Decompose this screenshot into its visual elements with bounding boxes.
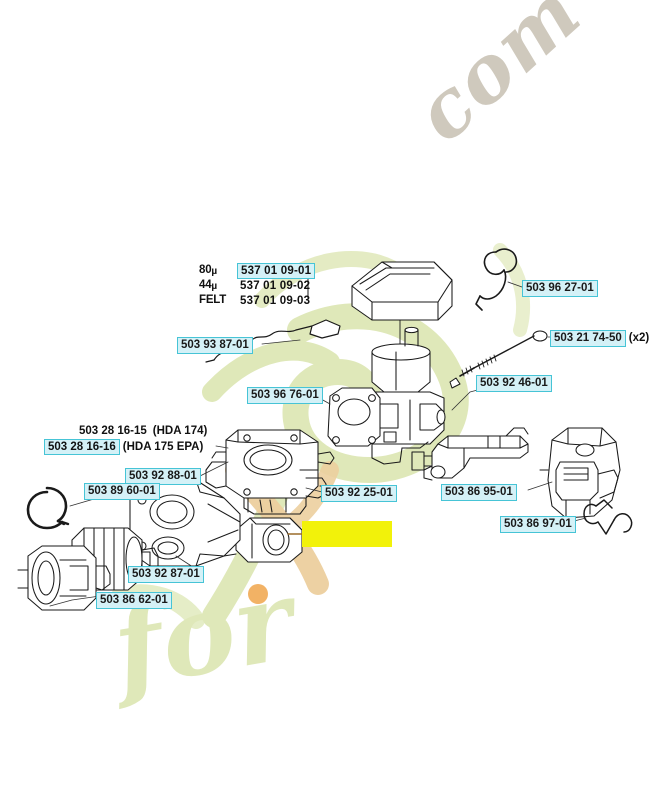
callout-503-86-95-01[interactable]: 503 86 95-01	[441, 484, 517, 501]
yellow-highlight-rectangle	[302, 521, 392, 547]
micron-unit: µ	[211, 266, 217, 277]
part-number-code[interactable]: 503 92 88-01	[125, 468, 201, 485]
part-number-code[interactable]: 503 92 87-01	[128, 566, 204, 583]
callout-503-92-88-01[interactable]: 503 92 88-01	[125, 468, 201, 485]
circlip-retainer-part	[26, 486, 70, 530]
variant-row-hda-174: 503 28 16-15 (HDA 174)	[76, 424, 207, 438]
variant-model-tag: (HDA 174)	[152, 425, 208, 437]
callout-503-92-87-01[interactable]: 503 92 87-01	[128, 566, 204, 583]
spec-key: 80µ	[199, 264, 217, 277]
variant-row-hda-175-epa: 503 28 16-16(HDA 175 EPA)	[44, 439, 203, 455]
callout-503-93-87-01[interactable]: 503 93 87-01	[177, 337, 253, 354]
part-number-code[interactable]: 503 86 62-01	[96, 592, 172, 609]
spec-key: 44µ	[199, 279, 217, 292]
part-number-code[interactable]: 503 93 87-01	[177, 337, 253, 354]
callout-503-96-27-01[interactable]: 503 96 27-01	[522, 280, 598, 297]
callout-503-96-76-01[interactable]: 503 96 76-01	[247, 387, 323, 404]
quantity-suffix: (x2)	[628, 332, 650, 344]
throttle-handle-housing-part	[539, 427, 621, 519]
spec-part-number[interactable]: 537 01 09-03	[240, 295, 311, 307]
callout-503-89-60-01[interactable]: 503 89 60-01	[84, 483, 160, 500]
spec-part-number[interactable]: 537 01 09-01	[237, 263, 316, 279]
callout-503-21-74-50[interactable]: 503 21 74-50(x2)	[550, 330, 649, 347]
part-number-code[interactable]: 503 96 27-01	[522, 280, 598, 297]
wire-clip-part	[583, 499, 633, 535]
filter-spec-table: 80µ 537 01 09-01 44µ 537 01 09-02 FELT 5…	[199, 263, 316, 309]
part-number-code[interactable]: 503 21 74-50	[550, 330, 626, 347]
spec-row: 44µ 537 01 09-02	[199, 279, 315, 293]
spec-row: 80µ 537 01 09-01	[199, 263, 316, 279]
part-number-code[interactable]: 503 96 76-01	[247, 387, 323, 404]
air-filter-cover-part	[351, 261, 453, 321]
part-number-code[interactable]: 503 92 46-01	[476, 375, 552, 392]
spec-row: FELT 537 01 09-03	[199, 294, 315, 308]
variant-part-number[interactable]: 503 28 16-15	[79, 425, 147, 437]
cylinder-intake-ring-part	[17, 545, 111, 611]
variant-model-tag: (HDA 175 EPA)	[122, 441, 204, 453]
part-number-code[interactable]: 503 89 60-01	[84, 483, 160, 500]
spring-clip-part	[475, 248, 518, 311]
part-number-code[interactable]: 503 92 25-01	[321, 485, 397, 502]
throttle-linkage-bar-part	[423, 427, 529, 481]
carburetor-gasket-part	[327, 387, 381, 447]
part-number-code[interactable]: 503 86 97-01	[500, 516, 576, 533]
callout-503-86-97-01[interactable]: 503 86 97-01	[500, 516, 576, 533]
spec-part-number[interactable]: 537 01 09-02	[240, 280, 311, 292]
variant-part-number[interactable]: 503 28 16-16	[44, 439, 120, 455]
spec-key: FELT	[199, 294, 227, 306]
callout-503-92-25-01[interactable]: 503 92 25-01	[321, 485, 397, 502]
part-number-code[interactable]: 503 86 95-01	[441, 484, 517, 501]
micron-unit: µ	[211, 281, 217, 292]
callout-503-92-46-01[interactable]: 503 92 46-01	[476, 375, 552, 392]
callout-503-86-62-01[interactable]: 503 86 62-01	[96, 592, 172, 609]
